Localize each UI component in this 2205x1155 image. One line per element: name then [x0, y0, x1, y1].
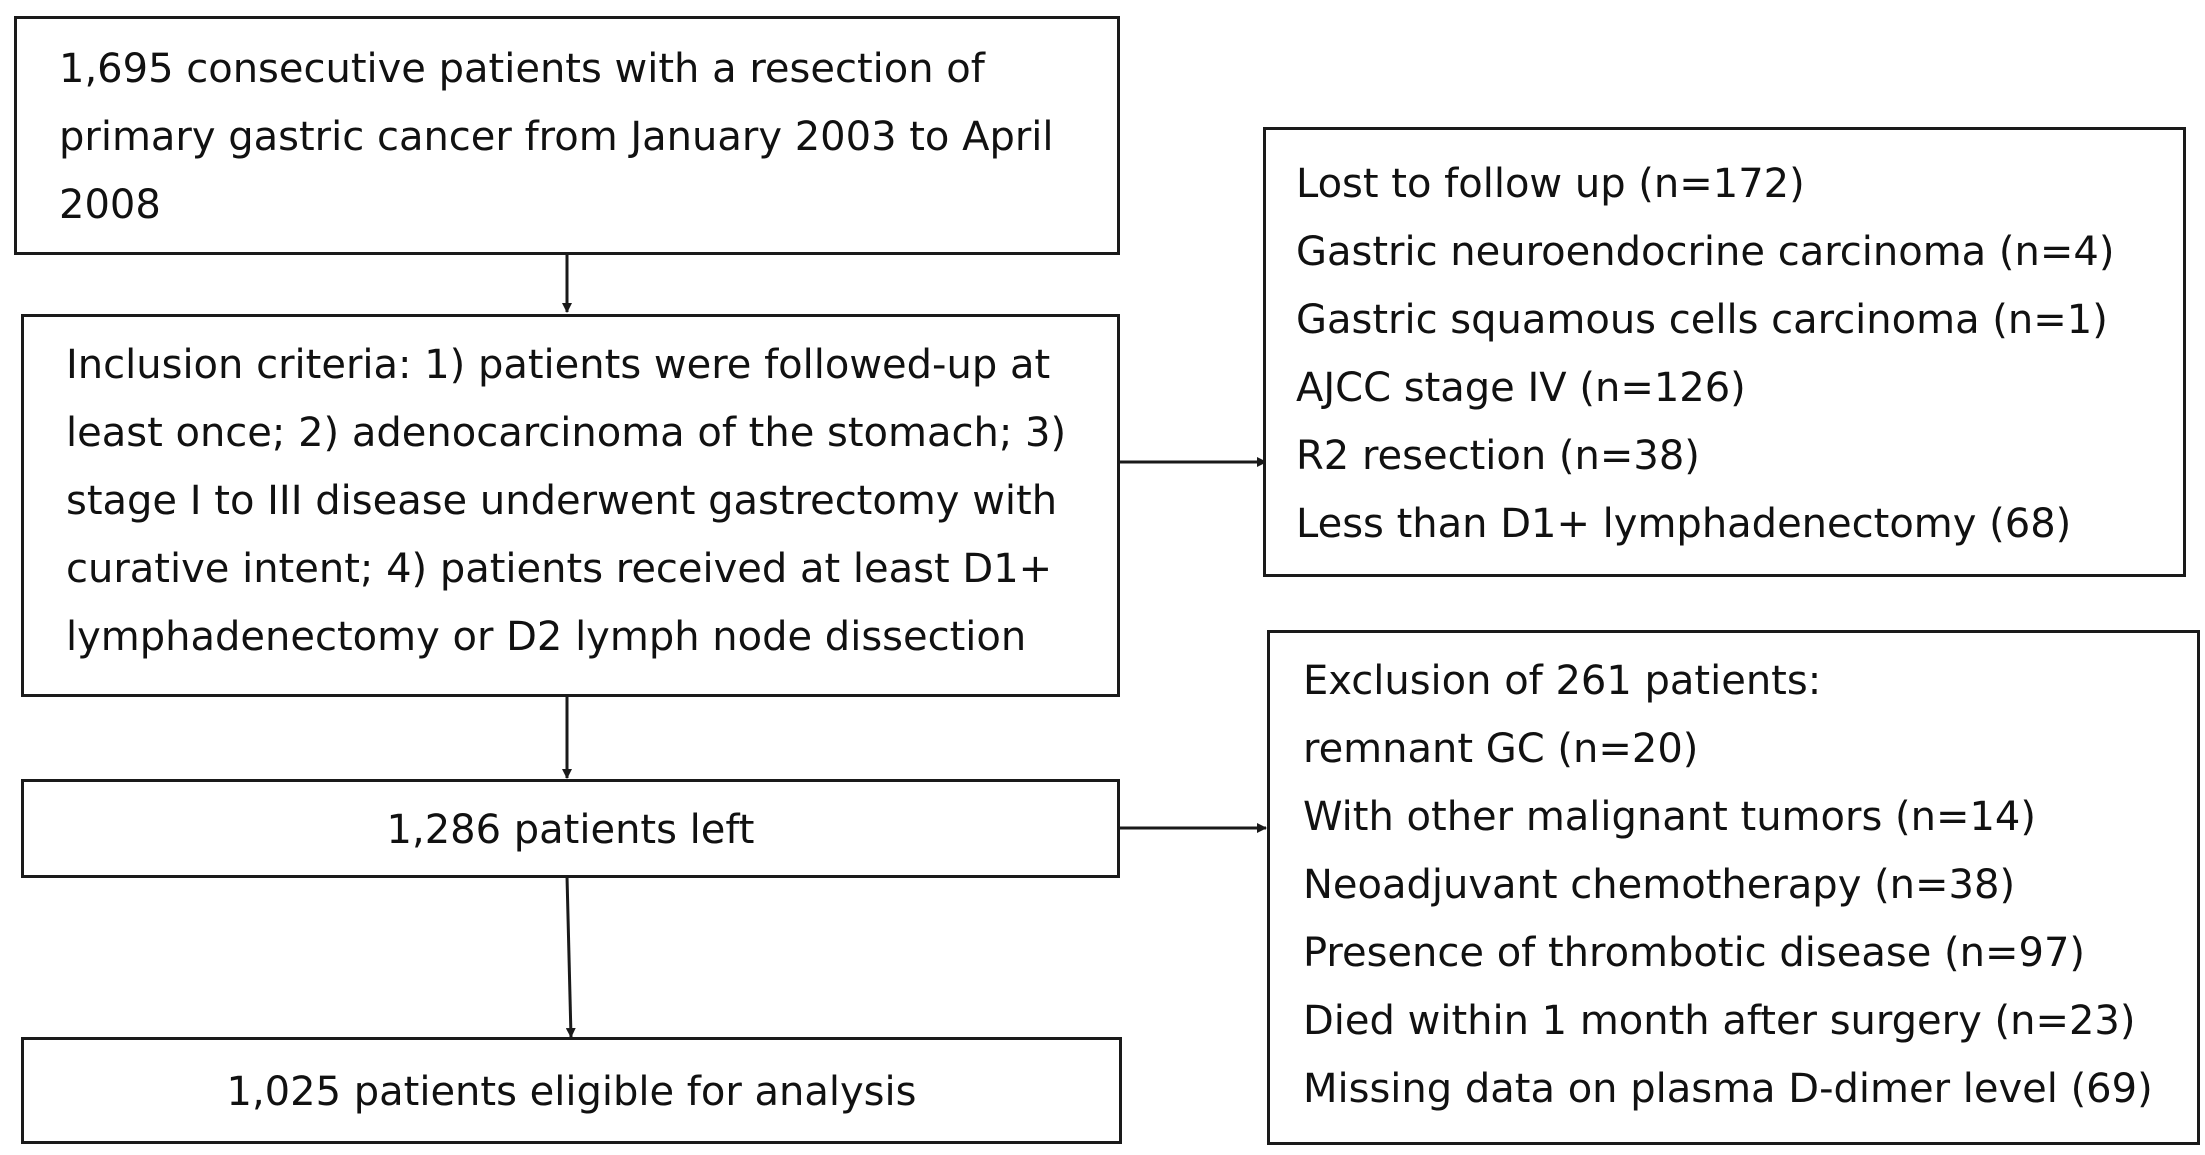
start-line-1: 1,695 consecutive patients with a resect…	[59, 46, 985, 92]
patients-left-box-text: 1,286 patients left	[24, 796, 1117, 864]
inclusion-line-3: stage I to III disease underwent gastrec…	[66, 478, 1058, 524]
inclusion-line-1: Inclusion criteria: 1) patients were fol…	[66, 342, 1051, 388]
start-line-3: 2008	[59, 182, 161, 228]
exclusion-first-line-4: AJCC stage IV (n=126)	[1296, 365, 1746, 411]
final-eligible-box: 1,025 patients eligible for analysis	[21, 1037, 1122, 1144]
exclusion-first-line-3: Gastric squamous cells carcinoma (n=1)	[1296, 297, 2108, 343]
exclusion-second-line-4: Neoadjuvant chemotherapy (n=38)	[1303, 862, 2016, 908]
exclusion-second-line-7: Missing data on plasma D-dimer level (69…	[1303, 1066, 2153, 1112]
inclusion-criteria-box: Inclusion criteria: 1) patients were fol…	[21, 314, 1120, 697]
exclusion-second-box-text: Exclusion of 261 patients: remnant GC (n…	[1303, 647, 2153, 1123]
exclusion-first-line-6: Less than D1+ lymphadenectomy (68)	[1296, 501, 2072, 547]
arrow-left-to-final	[565, 875, 576, 1038]
patients-left-line-1: 1,286 patients left	[386, 807, 755, 853]
exclusion-second-line-6: Died within 1 month after surgery (n=23)	[1303, 998, 2136, 1044]
final-eligible-box-text: 1,025 patients eligible for analysis	[24, 1058, 1119, 1126]
exclusion-second-line-5: Presence of thrombotic disease (n=97)	[1303, 930, 2085, 976]
start-box-text: 1,695 consecutive patients with a resect…	[59, 35, 1054, 239]
final-eligible-line-1: 1,025 patients eligible for analysis	[226, 1069, 917, 1115]
start-box: 1,695 consecutive patients with a resect…	[14, 16, 1120, 255]
patients-left-box: 1,286 patients left	[21, 779, 1120, 878]
exclusion-first-line-5: R2 resection (n=38)	[1296, 433, 1700, 479]
exclusion-second-line-3: With other malignant tumors (n=14)	[1303, 794, 2036, 840]
inclusion-box-text: Inclusion criteria: 1) patients were fol…	[66, 331, 1066, 671]
start-line-2: primary gastric cancer from January 2003…	[59, 114, 1054, 160]
exclusion-second-box: Exclusion of 261 patients: remnant GC (n…	[1267, 630, 2200, 1145]
exclusion-first-line-1: Lost to follow up (n=172)	[1296, 161, 1805, 207]
inclusion-line-2: least once; 2) adenocarcinoma of the sto…	[66, 410, 1067, 456]
exclusion-first-line-2: Gastric neuroendocrine carcinoma (n=4)	[1296, 229, 2115, 275]
exclusion-first-box: Lost to follow up (n=172) Gastric neuroe…	[1263, 127, 2186, 577]
exclusion-second-line-2: remnant GC (n=20)	[1303, 726, 1699, 772]
exclusion-second-line-1: Exclusion of 261 patients:	[1303, 658, 1822, 704]
exclusion-first-box-text: Lost to follow up (n=172) Gastric neuroe…	[1296, 150, 2114, 558]
inclusion-line-4: curative intent; 4) patients received at…	[66, 546, 1053, 592]
inclusion-line-5: lymphadenectomy or D2 lymph node dissect…	[66, 614, 1027, 660]
